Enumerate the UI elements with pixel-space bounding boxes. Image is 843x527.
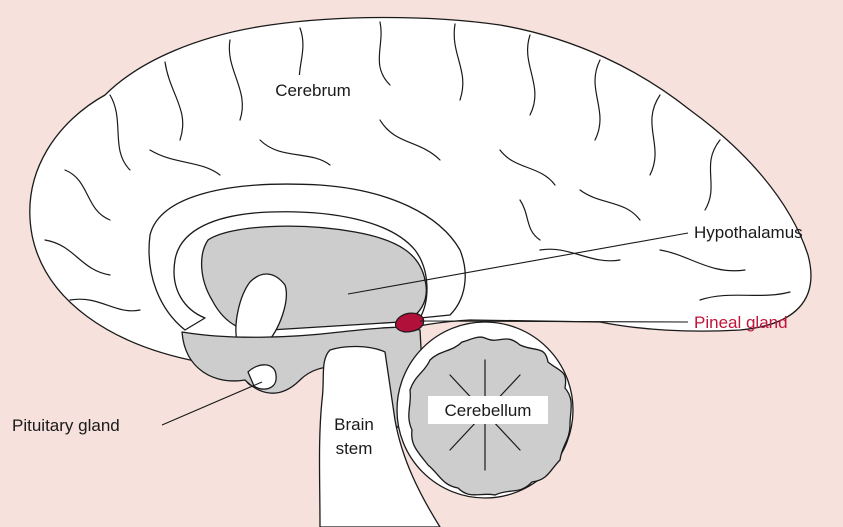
cerebrum-label: Cerebrum [275, 81, 351, 100]
hypothalamus-label: Hypothalamus [694, 223, 803, 242]
cerebellum-label: Cerebellum [445, 401, 532, 420]
pituitary-gland-label: Pituitary gland [12, 416, 120, 435]
pituitary-gland-leader [162, 382, 262, 425]
pineal-gland-label: Pineal gland [694, 313, 788, 332]
brain-stem-label-line2: stem [336, 439, 373, 458]
brain-stem-label-line1: Brain [334, 415, 374, 434]
